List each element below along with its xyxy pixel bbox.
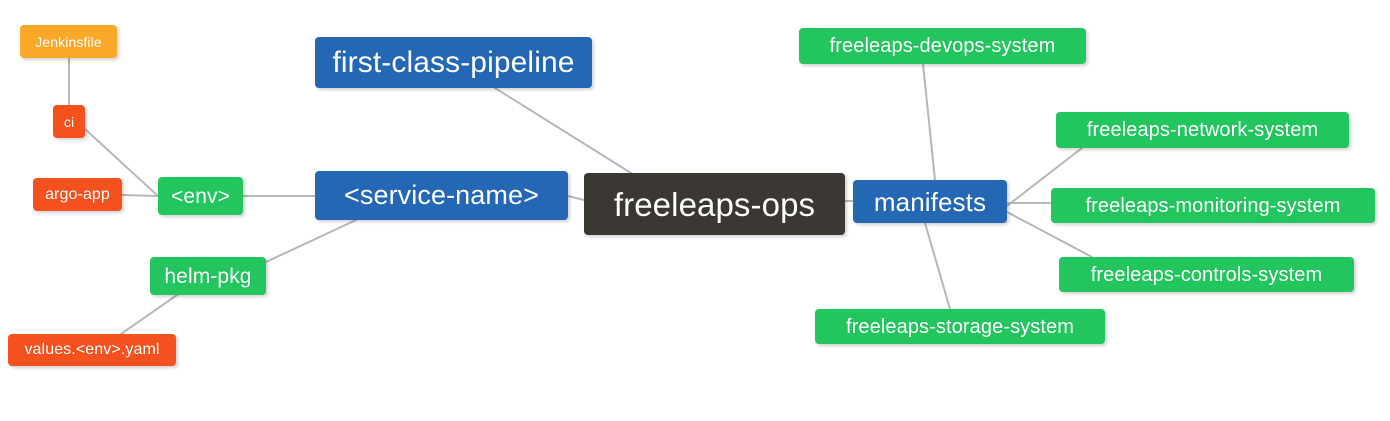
- node-service-name[interactable]: <service-name>: [315, 171, 568, 220]
- node-label: ci: [63, 113, 75, 130]
- node-label: Jenkinsfile: [35, 33, 102, 50]
- node-label: freeleaps-storage-system: [845, 315, 1075, 338]
- node-freeleaps-network-system[interactable]: freeleaps-network-system: [1056, 112, 1349, 148]
- node-label: <service-name>: [344, 180, 539, 210]
- node-env[interactable]: <env>: [158, 177, 243, 215]
- node-first-class-pipeline[interactable]: first-class-pipeline: [315, 37, 592, 88]
- node-freeleaps-devops-system[interactable]: freeleaps-devops-system: [799, 28, 1086, 64]
- node-label: values.<env>.yaml: [24, 341, 160, 358]
- node-jenkinsfile[interactable]: Jenkinsfile: [20, 25, 117, 58]
- node-label: argo-app: [45, 185, 110, 203]
- node-argo-app[interactable]: argo-app: [33, 178, 122, 211]
- edge-values-env-yaml-to-helm-pkg: [120, 294, 178, 335]
- node-label: freeleaps-controls-system: [1090, 263, 1323, 286]
- node-label: freeleaps-devops-system: [829, 35, 1056, 57]
- edge-freeleaps-storage-system-to-manifests: [924, 222, 951, 310]
- node-label: freeleaps-monitoring-system: [1085, 194, 1341, 217]
- edge-argo-app-to-env: [121, 194, 159, 197]
- node-label: first-class-pipeline: [332, 45, 575, 79]
- edge-freeleaps-devops-system-to-manifests: [922, 63, 936, 181]
- node-ci[interactable]: ci: [53, 105, 85, 138]
- node-helm-pkg[interactable]: helm-pkg: [150, 257, 266, 295]
- node-manifests[interactable]: manifests: [853, 180, 1007, 223]
- node-freeleaps-controls-system[interactable]: freeleaps-controls-system: [1059, 257, 1354, 292]
- node-label: helm-pkg: [164, 264, 252, 288]
- node-freeleaps-storage-system[interactable]: freeleaps-storage-system: [815, 309, 1105, 344]
- node-label: freeleaps-ops: [613, 185, 816, 223]
- edge-helm-pkg-to-service-name: [265, 219, 357, 263]
- node-label: manifests: [873, 186, 987, 217]
- edge-first-class-pipeline-to-freeleaps-ops: [494, 87, 632, 174]
- node-freeleaps-ops[interactable]: freeleaps-ops: [584, 173, 845, 235]
- node-freeleaps-monitoring-system[interactable]: freeleaps-monitoring-system: [1051, 188, 1375, 223]
- node-label: freeleaps-network-system: [1086, 119, 1319, 141]
- node-values-env-yaml[interactable]: values.<env>.yaml: [8, 334, 176, 366]
- node-label: <env>: [171, 184, 230, 208]
- edge-service-name-to-freeleaps-ops: [567, 195, 585, 201]
